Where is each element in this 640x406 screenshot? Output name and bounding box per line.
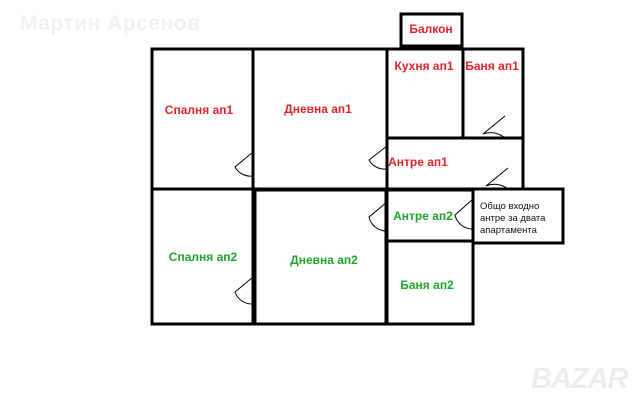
room-label-hall-ap2: Антре ап2 — [393, 209, 453, 223]
door-bedroom-ap2 — [234, 276, 254, 305]
brand-logo: BAZAR — [531, 363, 628, 395]
room-label-living-ap1: Дневна ап1 — [284, 102, 352, 116]
living-ap1-outline — [251, 47, 389, 191]
bath-ap2-outline — [385, 239, 475, 326]
room-label-living-ap2: Дневна ап2 — [290, 253, 358, 267]
bedroom-ap2-outline — [150, 187, 255, 326]
watermark-text: Мартин Арсенов — [20, 12, 201, 35]
walls — [150, 12, 565, 326]
bedroom-ap1-outline — [150, 47, 255, 191]
room-label-bedroom-ap1: Спалня ап1 — [164, 103, 234, 117]
door-bedroom-ap1 — [234, 151, 254, 177]
door-hall-ap1 — [485, 167, 509, 190]
room-label-bedroom-ap2: Спалня ап2 — [168, 250, 238, 264]
room-label-kitchen-ap1: Кухня ап1 — [394, 59, 454, 73]
shared-entrance-note: Общо входно антре за двата апартамента — [480, 201, 546, 236]
door-living-ap1 — [368, 145, 388, 170]
door-hall-ap2 — [454, 198, 474, 230]
door-bath-ap1 — [482, 115, 506, 139]
room-label-bath-ap1: Баня ап1 — [465, 59, 519, 73]
door-swings — [234, 115, 509, 305]
balcony-outline — [399, 12, 464, 48]
door-living-ap2 — [368, 201, 388, 232]
room-label-bath-ap2: Баня ап2 — [400, 278, 454, 292]
room-label-balcony: Балкон — [409, 22, 453, 36]
room-label-hall-ap1: Антре ап1 — [388, 155, 448, 169]
